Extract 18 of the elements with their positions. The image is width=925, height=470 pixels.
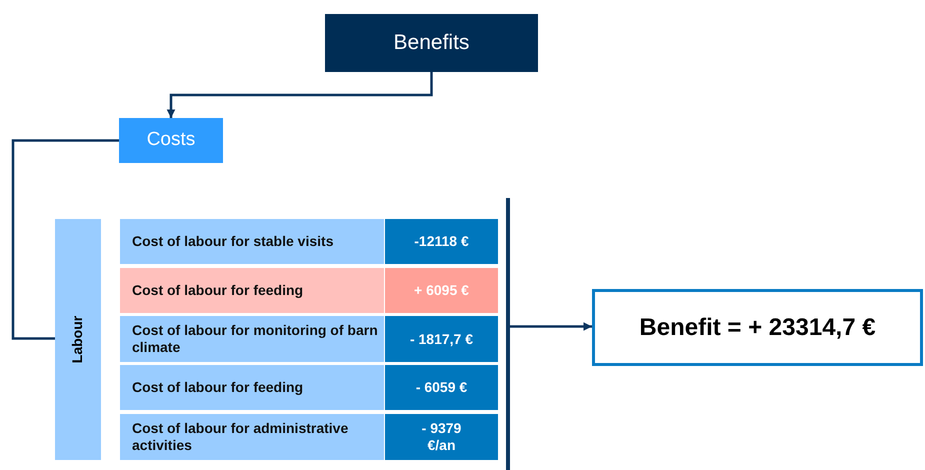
vertical-bar [506,198,510,470]
cost-label: Cost of labour for stable visits [120,219,384,264]
cost-value: + 6095 € [385,268,498,313]
cost-label: Cost of labour for feeding [120,365,384,410]
cost-value: - 6059 € [385,365,498,410]
category-bar: Labour [55,219,101,460]
connector-line [12,139,119,340]
cost-label: Cost of labour for monitoring of barn climate [120,316,384,362]
arrow [166,72,433,118]
cost-label: Cost of labour for administrative activities [120,414,384,460]
cost-label: Cost of labour for feeding [120,268,384,313]
process-box: Costs [119,118,223,163]
cost-value: - 9379 €/an [385,414,498,460]
cost-value: -12118 € [385,219,498,264]
cost-value: - 1817,7 € [385,316,498,362]
process-box: Benefits [325,14,538,72]
arrow [510,322,592,331]
result-box: Benefit = + 23314,7 € [592,289,923,366]
